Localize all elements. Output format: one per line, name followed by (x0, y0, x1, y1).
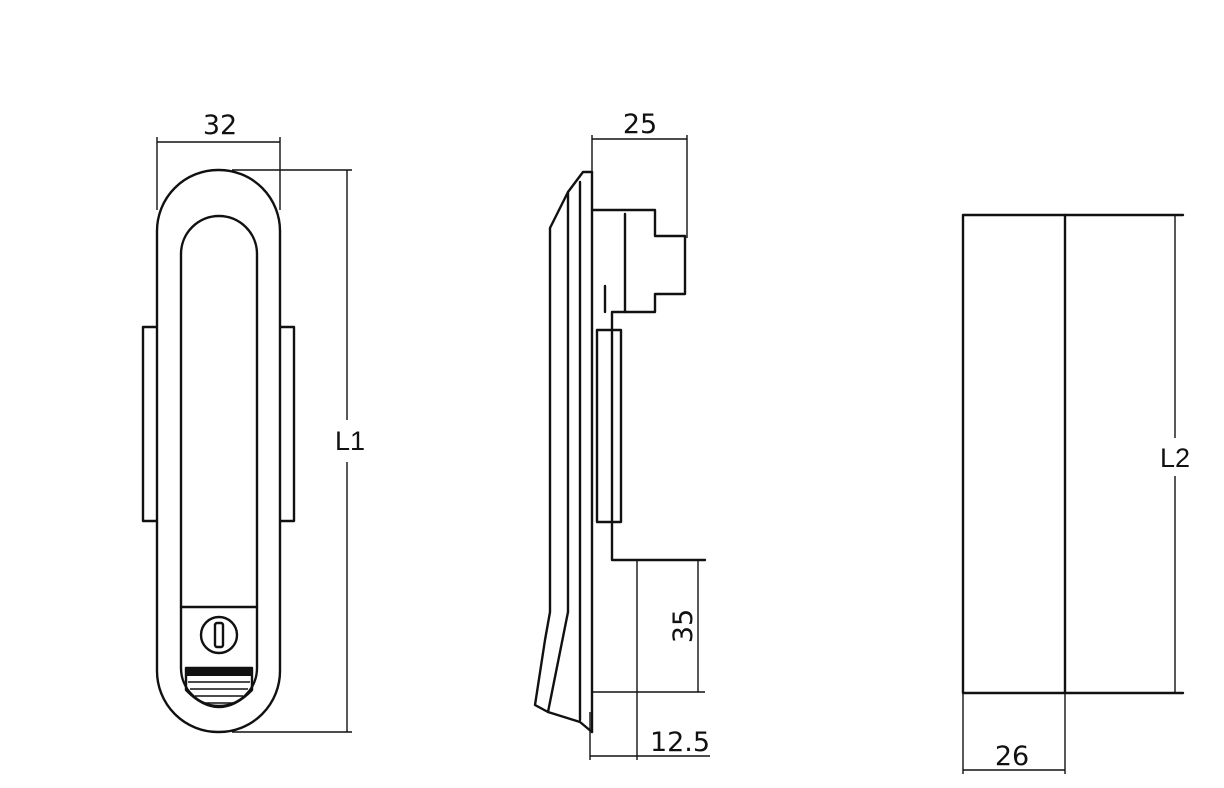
depth-dimension (591, 135, 688, 238)
side-view: 25 35 12.5 (533, 109, 710, 760)
width-dimension (156, 137, 281, 210)
clamp-block (595, 328, 623, 524)
handle-outer-body (155, 168, 282, 734)
side-thickness-value: 12.5 (650, 727, 710, 758)
push-button-stripes (186, 668, 252, 704)
side-depth-value: 25 (623, 109, 657, 140)
right-mounting-tab (277, 325, 296, 523)
cutout-view: L2 26 (961, 213, 1202, 774)
thickness-dimension (589, 560, 710, 760)
cutout-width-value: 26 (995, 741, 1029, 772)
cutout-width-dimension (962, 693, 1066, 774)
panel-cutout (961, 213, 1067, 695)
front-width-value: 32 (203, 110, 237, 141)
rear-housing (590, 208, 707, 562)
handle-front-profile (533, 170, 594, 734)
push-button (184, 666, 254, 709)
key-slot (213, 621, 225, 649)
side-lower-value: 35 (668, 609, 699, 643)
left-mounting-tab (141, 325, 160, 523)
key-cylinder (199, 615, 239, 655)
cutout-height-label: L2 (1160, 443, 1190, 473)
lower-dimension (592, 560, 705, 693)
front-height-label: L1 (335, 426, 365, 456)
front-view: 32 L1 (141, 110, 365, 734)
height-dimension (232, 169, 352, 733)
